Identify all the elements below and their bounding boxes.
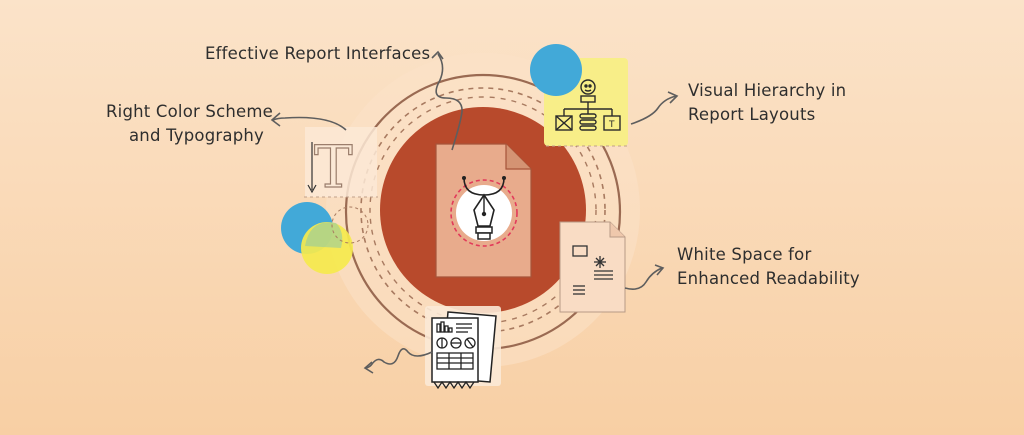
typography-letter-icon: T [314,133,353,201]
visual-hierarchy-line1: Visual Hierarchy in [688,81,847,100]
arrow-effective-report [431,50,463,151]
visual-hierarchy-line2: Report Layouts [688,105,816,124]
white-space-line1: White Space for [677,245,812,264]
color-swatch-icon [281,202,369,274]
label-effective-report-interfaces: Effective Report Interfaces [205,42,430,66]
arrow-color-scheme [270,112,347,131]
right-color-scheme-line2: and Typography [129,126,264,145]
org-chart-icon [555,79,621,131]
label-visual-hierarchy: Visual Hierarchy in Report Layouts [688,79,846,127]
right-color-scheme-line1: Right Color Scheme [106,102,273,121]
typography-card: T [304,127,378,202]
arrow-report-sheets [363,348,433,374]
label-right-color-scheme: Right Color Scheme and Typography [106,100,273,148]
hierarchy-box-letter-icon: T [608,120,615,130]
white-space-line2: Enhanced Readability [677,269,860,288]
arrow-white-space [624,264,665,290]
label-white-space: White Space for Enhanced Readability [677,243,860,291]
effective-report-interfaces-text: Effective Report Interfaces [205,44,431,63]
pen-nib-icon [450,176,518,247]
arrow-visual-hierarchy [630,91,679,125]
white-space-document [559,221,626,313]
report-sheets-icon [425,306,501,390]
